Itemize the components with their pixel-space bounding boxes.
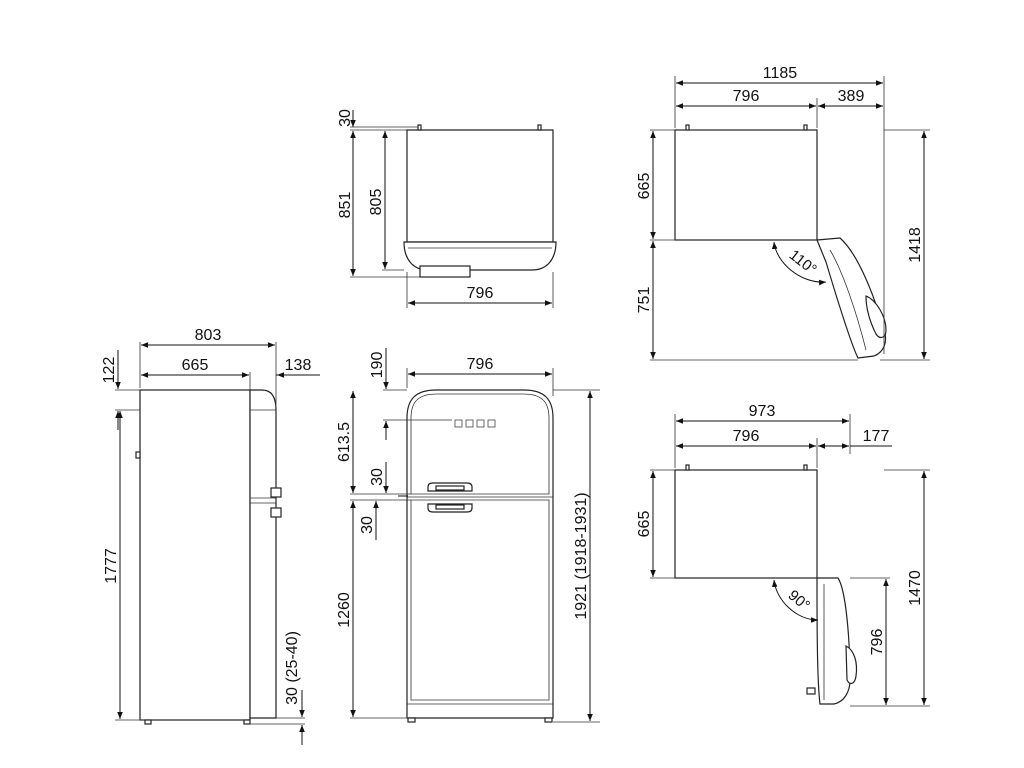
top-view-body <box>406 129 554 243</box>
door-90-hinge-right <box>803 464 808 471</box>
door-90-angle-label: 90° <box>785 587 813 615</box>
front-view-fridge-label: 1260 <box>336 592 353 628</box>
front-view-height-total-label: 1921 (1918-1931) <box>573 492 590 619</box>
side-view-handle-upper <box>270 487 282 498</box>
front-view: 796 190 613.5 30 30 1260 1921 (1918-1931… <box>336 348 600 723</box>
side-view-door-depth-label: 138 <box>285 357 312 374</box>
front-view-top-label: 190 <box>369 352 386 379</box>
door-90-hinge-left <box>685 464 690 471</box>
door-110-door-extra-label: 389 <box>838 88 865 105</box>
side-view-foot-front <box>243 719 251 725</box>
front-view-body <box>406 389 554 719</box>
door-110-body <box>674 129 818 241</box>
door-90-hinge-bottom <box>806 687 816 695</box>
front-view-width-label: 796 <box>467 356 494 373</box>
side-view-door <box>249 389 277 719</box>
side-view-handle-lower <box>270 507 282 518</box>
door-110-handle <box>865 295 887 339</box>
side-view-total-depth-label: 803 <box>195 327 222 344</box>
side-view-foot-back <box>144 719 152 725</box>
front-view-handle-upper <box>427 482 473 492</box>
door-110-door <box>816 237 887 359</box>
side-view-body <box>139 389 251 721</box>
side-view-hinge <box>135 451 141 459</box>
front-view-foot-right <box>544 717 553 723</box>
door-110-depth-door-label: 751 <box>636 287 653 314</box>
front-view-freezer-label: 613.5 <box>336 422 353 462</box>
door-90-view: 973 796 177 665 796 1470 90° <box>636 403 930 707</box>
side-view-top-gap-label: 122 <box>101 357 118 384</box>
side-view-body-depth-label: 665 <box>182 357 209 374</box>
top-view-handle <box>419 265 471 278</box>
top-view-hinge-left <box>417 124 422 131</box>
front-view-freezer-door <box>410 393 550 495</box>
door-90-door <box>816 577 851 705</box>
top-view-hinge-right <box>537 124 542 131</box>
front-view-gap-upper-label: 30 <box>369 468 386 486</box>
door-110-body-width-label: 796 <box>733 88 760 105</box>
door-90-depth-body-label: 665 <box>636 511 653 538</box>
door-90-door-extra-label: 177 <box>863 428 890 445</box>
side-view-foot-label: 30 (25-40) <box>284 631 301 705</box>
top-view-door-shape <box>403 241 557 271</box>
door-90-body-width-label: 796 <box>733 428 760 445</box>
front-view-foot-left <box>407 717 416 723</box>
door-90-body <box>674 469 818 579</box>
door-110-depth-total-label: 1418 <box>907 227 924 263</box>
front-view-fridge-door <box>410 499 550 701</box>
door-110-hinge-left <box>685 124 690 131</box>
door-110-view: 1185 796 389 665 751 1418 110° <box>636 65 930 361</box>
door-110-angle-label: 110° <box>786 247 820 279</box>
top-view-depth-body-label: 805 <box>368 189 385 216</box>
door-90-door-depth-label: 796 <box>869 629 886 656</box>
door-90-total-width-label: 973 <box>749 403 776 420</box>
top-view-width-label: 796 <box>467 285 494 302</box>
door-90-depth-total-label: 1470 <box>907 570 924 606</box>
front-view-gap-lower-label: 30 <box>359 516 376 534</box>
smeg-logo <box>454 419 496 428</box>
top-view-depth-total-label: 851 <box>337 192 354 219</box>
side-view-height-label: 1777 <box>103 548 120 584</box>
door-110-total-width-label: 1185 <box>763 65 798 82</box>
door-110-depth-body-label: 665 <box>636 173 653 200</box>
door-110-hinge-right <box>803 124 808 131</box>
front-view-handle-lower <box>427 503 473 513</box>
door-90-handle <box>845 645 858 685</box>
side-view: 803 665 138 122 1777 30 (25-40) <box>101 327 320 745</box>
top-view: 30 851 805 796 <box>337 109 557 308</box>
top-view-depth-upper-label: 30 <box>337 109 354 127</box>
